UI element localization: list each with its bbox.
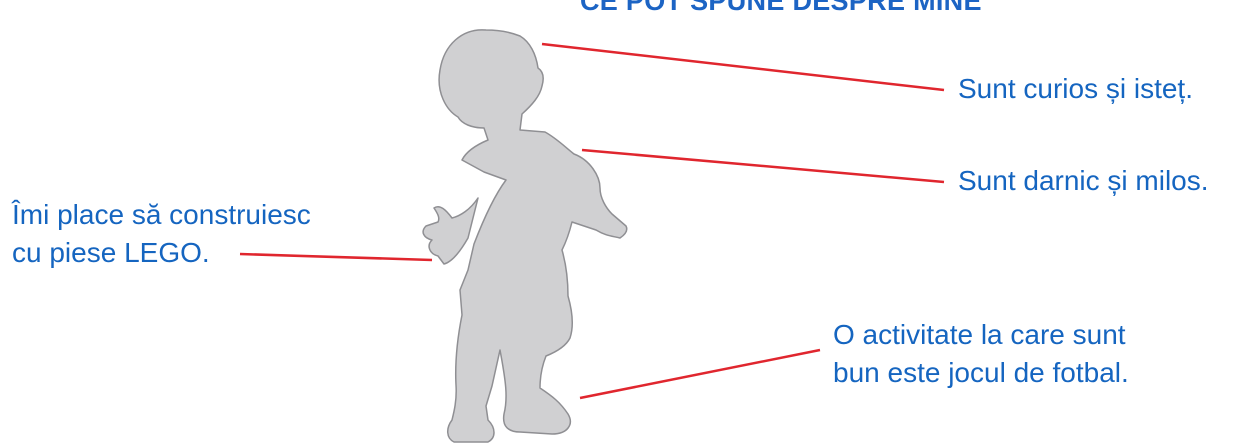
label-curious: Sunt curios și isteț. [958,70,1193,108]
child-left-arm [423,198,478,264]
label-football-line1: O activitate la care sunt [833,316,1126,354]
label-generous: Sunt darnic și milos. [958,162,1209,200]
connector-football [580,350,820,398]
label-lego-line1: Îmi place să construiesc [12,196,311,234]
connector-generous [582,150,944,182]
label-lego-line2: cu piese LEGO. [12,234,210,272]
connector-lego [240,254,432,260]
connector-curious [542,44,944,90]
label-football-line2: bun este jocul de fotbal. [833,354,1129,392]
